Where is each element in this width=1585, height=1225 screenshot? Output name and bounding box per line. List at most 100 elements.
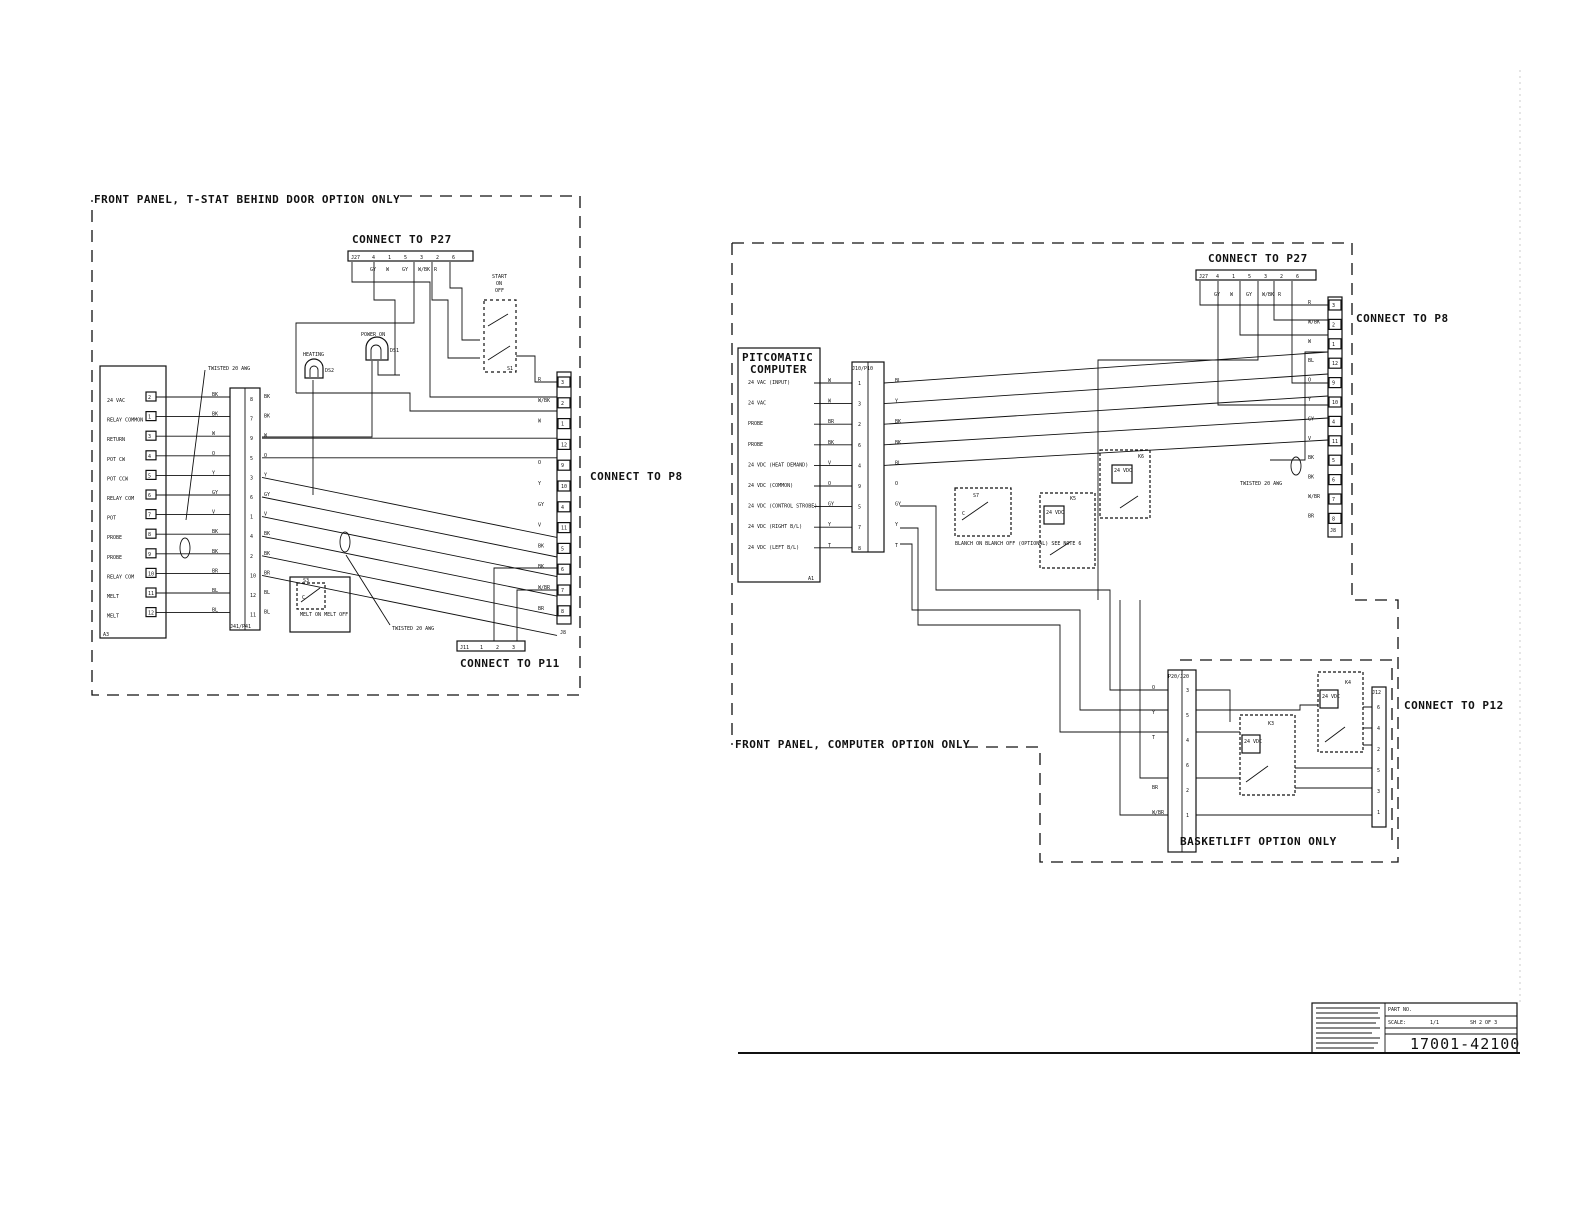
left-p41-wire-color: GY bbox=[264, 492, 270, 498]
left-j27-pin: 3 bbox=[420, 255, 423, 261]
left-j27-pin: 1 bbox=[388, 255, 391, 261]
left-a3-wire-color: BK bbox=[212, 392, 218, 398]
right-j27-wire-color: GY bbox=[1246, 292, 1252, 298]
s1-label: S1 bbox=[507, 366, 513, 372]
left-j8-label: J8 bbox=[560, 630, 566, 636]
left-j8-pin-box bbox=[557, 418, 571, 430]
left-p41-wire-color: W bbox=[264, 433, 268, 439]
left-connect-p27: CONNECT TO P27 bbox=[352, 233, 452, 246]
right-j8-pin: 12 bbox=[1332, 361, 1338, 367]
left-j8-wire-color: BK bbox=[538, 564, 544, 570]
right-connect-p12: CONNECT TO P12 bbox=[1404, 699, 1504, 712]
p20-wire-color: Y bbox=[1152, 710, 1155, 716]
blanch-switch-s7 bbox=[954, 487, 1012, 537]
relay-k6 bbox=[1099, 449, 1151, 519]
left-a3-pin-label: POT CCW bbox=[107, 476, 129, 482]
left-a3-pin: 9 bbox=[148, 552, 151, 558]
title-block-notes bbox=[1316, 1007, 1380, 1049]
left-j11-pin: 1 bbox=[480, 645, 483, 651]
left-a3-wire-color: O bbox=[212, 451, 215, 457]
j12-pin: 3 bbox=[1377, 789, 1380, 795]
left-j27-pin: 6 bbox=[452, 255, 455, 261]
right-harness-wires bbox=[814, 351, 1329, 549]
right-j27-wire-color: W/BK bbox=[1262, 292, 1274, 298]
left-a3-pin: 4 bbox=[148, 454, 151, 460]
left-p41-wire-color: BK bbox=[264, 394, 270, 400]
left-harness-wire bbox=[261, 516, 558, 578]
j10-wire-color: BL bbox=[895, 460, 901, 466]
computer-pin-label: 24 VAC bbox=[748, 401, 766, 407]
right-panel-title: FRONT PANEL, COMPUTER OPTION ONLY bbox=[735, 738, 970, 751]
left-j27-wire-color: W/BK bbox=[418, 267, 430, 273]
right-j8-pin-box bbox=[1328, 435, 1342, 447]
right-j27-pin: 4 bbox=[1216, 274, 1219, 280]
right-j8-pin-box bbox=[1328, 377, 1342, 389]
left-a3-wire-color: GY bbox=[212, 490, 218, 496]
left-p41-pin: 9 bbox=[250, 436, 253, 442]
left-a3-wire-color: Y bbox=[212, 470, 215, 476]
j10-harness-wire bbox=[883, 395, 1329, 425]
right-j8-pin-box bbox=[1328, 338, 1342, 350]
left-j27-pin: 5 bbox=[404, 255, 407, 261]
left-p41-pin: 12 bbox=[250, 593, 256, 599]
right-j27-pin: 1 bbox=[1232, 274, 1235, 280]
left-a3-pin-box bbox=[145, 411, 157, 422]
left-j8-pin: 11 bbox=[561, 526, 567, 532]
left-j27-pin: 2 bbox=[436, 255, 439, 261]
left-j8-connector bbox=[556, 371, 572, 625]
j12-pin: 4 bbox=[1377, 726, 1380, 732]
k5-label: K5 bbox=[1070, 496, 1076, 502]
left-j8-pin: 4 bbox=[561, 505, 564, 511]
left-j8-pin-box bbox=[557, 459, 571, 471]
left-a3-pin-box bbox=[145, 391, 157, 402]
right-connect-p8: CONNECT TO P8 bbox=[1356, 312, 1449, 325]
left-j8-pin: 10 bbox=[561, 484, 567, 490]
j12-pin: 2 bbox=[1377, 747, 1380, 753]
left-a3-pin-label: POT CW bbox=[107, 457, 126, 463]
p20-pin: 3 bbox=[1186, 688, 1189, 694]
s3-text: MELT ON MELT OFF bbox=[300, 612, 348, 618]
left-a3-pin-label: RELAY COM bbox=[107, 496, 134, 502]
left-a3-pin-box bbox=[145, 528, 157, 539]
left-j8-pin-box bbox=[557, 584, 571, 596]
p20-pin: 5 bbox=[1186, 713, 1189, 719]
j10-harness-wire bbox=[883, 373, 1329, 405]
left-a3-wire-color: BK bbox=[212, 412, 218, 418]
p20-wire-color: BR bbox=[1152, 785, 1159, 791]
right-j8-wire-color: W bbox=[1308, 339, 1312, 345]
right-j27-pin: 2 bbox=[1280, 274, 1283, 280]
p20-pin: 6 bbox=[1186, 763, 1189, 769]
right-j8-pin-box bbox=[1328, 396, 1342, 408]
left-a3-pin-label: PROBE bbox=[107, 535, 122, 541]
left-p41-pin: 2 bbox=[250, 554, 253, 560]
melt-switch-s3 bbox=[289, 576, 351, 633]
left-j8-pin-box bbox=[557, 397, 571, 409]
left-a3-pin-box bbox=[145, 450, 157, 461]
left-j8-pin-box bbox=[557, 563, 571, 575]
heating-label: HEATING bbox=[303, 352, 324, 358]
left-j8-pin-box bbox=[557, 605, 571, 617]
left-j8-pin-box bbox=[557, 480, 571, 492]
left-a3-pin: 8 bbox=[148, 532, 151, 538]
relay-k5 bbox=[1039, 492, 1096, 569]
computer-pin-label: 24 VDC (CONTROL STROBE) bbox=[748, 504, 817, 510]
computer-wire-color: W bbox=[828, 378, 832, 384]
k4-coil-label: 24 VDC bbox=[1322, 694, 1340, 700]
start-switch-s1 bbox=[483, 299, 517, 373]
left-p41-pin: 1 bbox=[250, 515, 253, 521]
left-a3-pin: 10 bbox=[148, 571, 154, 577]
power-on-label: POWER ON bbox=[361, 332, 385, 338]
right-j8-pin: 2 bbox=[1332, 322, 1335, 328]
right-j8-wire-color: BK bbox=[1308, 475, 1314, 481]
computer-pin-label: 24 VAC (INPUT) bbox=[748, 380, 790, 386]
right-j8-wire-color: V bbox=[1308, 436, 1311, 442]
j10-pin: 9 bbox=[858, 484, 861, 490]
right-j8-wire-color: BR bbox=[1308, 513, 1315, 519]
right-j27-pin: 3 bbox=[1264, 274, 1267, 280]
j10-wire-color: T bbox=[895, 543, 898, 549]
p20-wire-color: W/BR bbox=[1152, 810, 1165, 816]
